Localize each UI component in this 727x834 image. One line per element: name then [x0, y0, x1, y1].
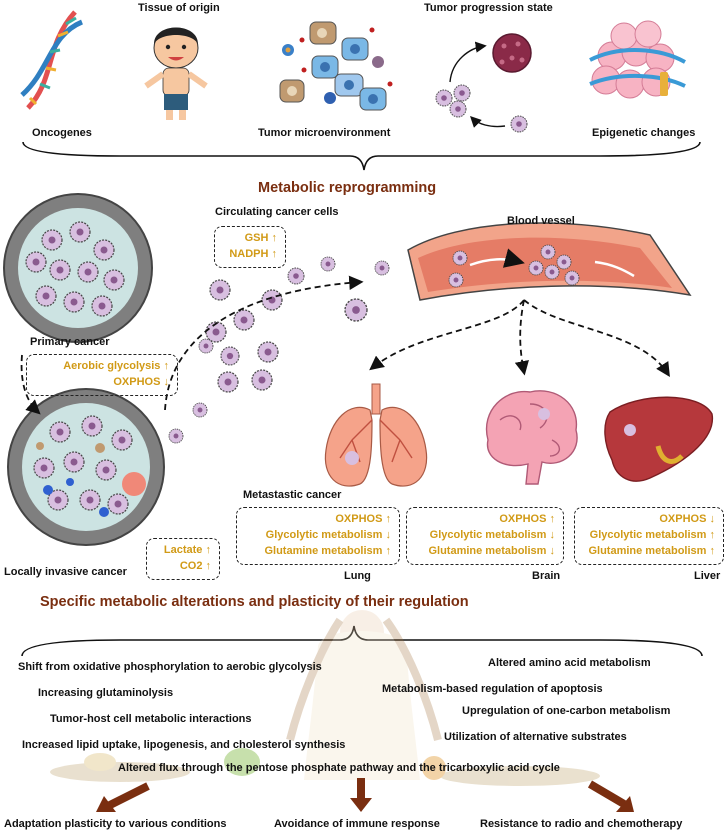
metabolic-reprogramming-title: Metabolic reprogramming	[258, 180, 437, 196]
invasive-tumor-icon	[7, 388, 165, 546]
alteration-item: Altered flux through the pentose phospha…	[118, 762, 560, 774]
liver-label: Liver	[694, 570, 721, 582]
box-row: OXPHOS ↑	[335, 513, 391, 525]
alteration-item: Utilization of alternative substrates	[444, 731, 627, 743]
lung-box: OXPHOS ↑ Glycolytic metabolism ↓ Glutami…	[236, 507, 400, 565]
bottom-brace	[21, 625, 703, 657]
alteration-item: Tumor-host cell metabolic interactions	[50, 713, 252, 725]
alteration-item: Increasing glutaminolysis	[38, 687, 174, 699]
epigenetic-label: Epigenetic changes	[592, 127, 696, 139]
primary-box: Aerobic glycolysis ↑ OXPHOS ↓	[26, 354, 178, 396]
box-row: Glutamine metabolism ↑	[588, 545, 715, 557]
microenvironment-label: Tumor microenvironment	[258, 127, 391, 139]
outcome-adaptation: Adaptation plasticity to various conditi…	[4, 818, 227, 830]
circulating-label: Circulating cancer cells	[215, 206, 339, 218]
box-row: Glycolytic metabolism ↓	[265, 529, 391, 541]
box-row: Lactate ↑	[163, 544, 211, 556]
box-row: NADPH ↑	[229, 248, 277, 260]
oncogenes-label: Oncogenes	[32, 127, 92, 139]
dna-icon	[20, 10, 84, 110]
progression-arrow	[20, 354, 41, 415]
epigenetic-icon	[589, 20, 686, 99]
box-row: Aerobic glycolysis ↑	[63, 360, 169, 372]
metastatic-cancer-label: Metastastic cancer	[243, 489, 342, 501]
top-brace	[22, 141, 701, 171]
liver-box: OXPHOS ↓ Glycolytic metabolism ↑ Glutami…	[574, 507, 724, 565]
brain-label: Brain	[532, 570, 561, 582]
alteration-item: Upregulation of one-carbon metabolism	[462, 705, 671, 717]
microenvironment-icon	[279, 21, 393, 111]
alteration-item: Altered amino acid metabolism	[488, 657, 651, 669]
progression-label: Tumor progression state	[424, 2, 553, 14]
box-row: Glycolytic metabolism ↑	[589, 529, 715, 541]
box-row: Glutamine metabolism ↑	[264, 545, 391, 557]
local-box: Lactate ↑ CO2 ↑	[146, 538, 220, 580]
brain-box: OXPHOS ↑ Glycolytic metabolism ↓ Glutami…	[406, 507, 564, 565]
child-icon	[144, 27, 208, 120]
box-row: OXPHOS ↑	[499, 513, 555, 525]
primary-cancer-label: Primary cancer	[30, 336, 110, 348]
primary-tumor-icon	[3, 193, 153, 343]
food-decoration	[50, 748, 600, 786]
alteration-item: Shift from oxidative phosphorylation to …	[18, 661, 322, 673]
outcome-arrows	[96, 778, 634, 812]
circulating-box: GSH ↑ NADPH ↑	[214, 226, 286, 268]
box-row: CO2 ↑	[179, 560, 211, 572]
lung-icon	[324, 383, 428, 487]
box-row: OXPHOS ↓	[113, 376, 169, 388]
brain-icon	[485, 390, 578, 485]
blood-vessel-label: Blood vessel	[507, 215, 575, 227]
alteration-item: Increased lipid uptake, lipogenesis, and…	[22, 739, 346, 751]
to-liver-arrow	[523, 299, 670, 378]
woman-silhouette	[286, 610, 442, 780]
outcome-resistance: Resistance to radio and chemotherapy	[480, 818, 683, 830]
tissue-label: Tissue of origin	[138, 2, 220, 14]
lung-label: Lung	[344, 570, 371, 582]
specific-alterations-title: Specific metabolic alterations and plast…	[40, 594, 469, 610]
dissemination-arrow	[164, 275, 364, 411]
box-row: OXPHOS ↓	[659, 513, 715, 525]
liver-icon	[604, 396, 714, 482]
locally-invasive-label: Locally invasive cancer	[4, 566, 127, 578]
progression-icon	[435, 33, 532, 133]
to-lung-arrow	[369, 299, 525, 371]
box-row: Glycolytic metabolism ↓	[429, 529, 555, 541]
outcome-immune: Avoidance of immune response	[274, 818, 440, 830]
to-brain-arrow	[514, 299, 529, 376]
alteration-item: Metabolism-based regulation of apoptosis	[382, 683, 603, 695]
box-row: Glutamine metabolism ↓	[428, 545, 555, 557]
box-row: GSH ↑	[244, 232, 277, 244]
blood-vessel-icon	[407, 222, 692, 301]
